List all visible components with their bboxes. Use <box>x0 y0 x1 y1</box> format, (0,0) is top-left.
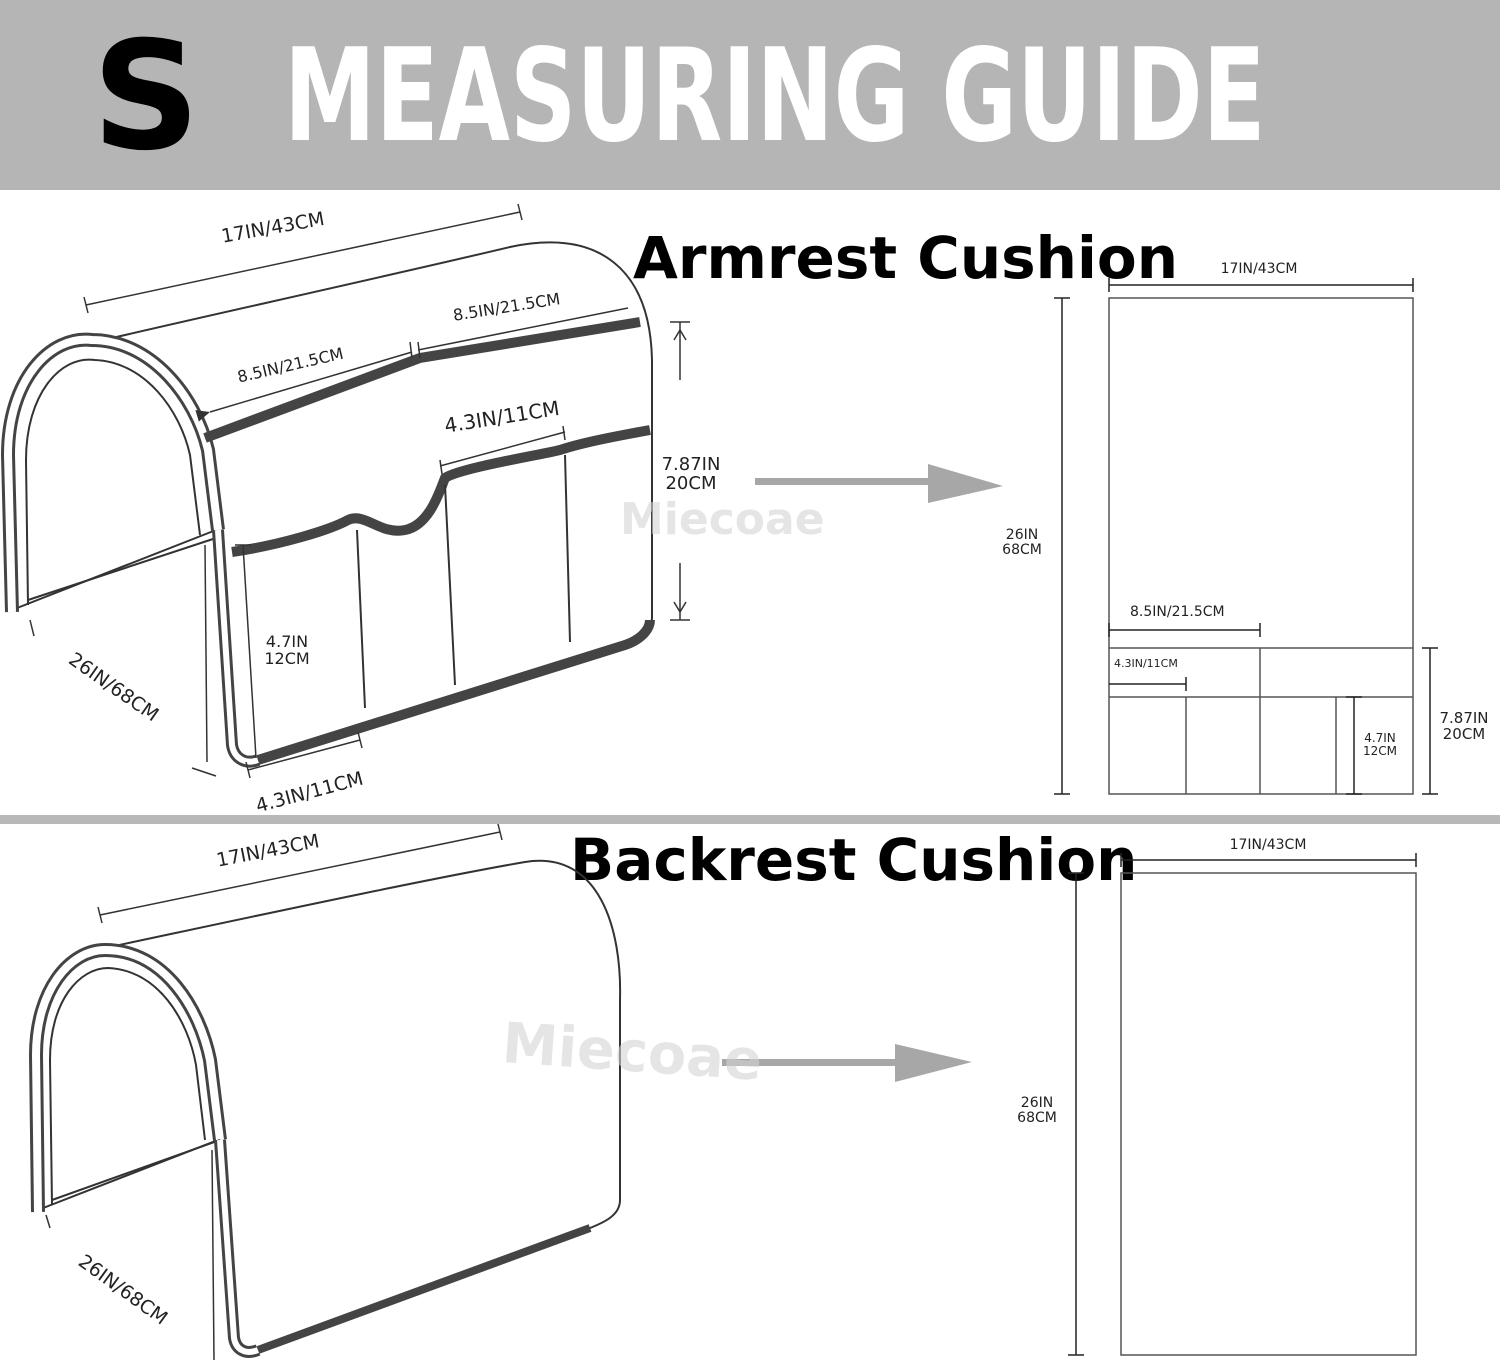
armrest-small-pocket-cm: 12CM <box>264 648 310 668</box>
armrest-flat-pocket-width-label: 4.3IN/11CM <box>1114 657 1178 670</box>
armrest-flat-width-label: 17IN/43CM <box>1220 261 1298 277</box>
armrest-pocket-height-in: 7.87IN <box>661 454 721 475</box>
armrest-flat-small-pocket-in: 4.7IN <box>1364 731 1396 745</box>
backrest-flat-pattern <box>1068 853 1417 1356</box>
watermark-top: Miecoae <box>620 494 825 545</box>
armrest-small-pocket-label: 4.7IN 12CM <box>258 632 316 668</box>
armrest-flat-pocket-height-label: 7.87IN 20CM <box>1434 709 1494 743</box>
backrest-cover-sketch <box>28 823 622 1361</box>
armrest-flat-height-in: 26IN <box>1005 527 1039 543</box>
header-banner: S MEASURING GUIDE <box>0 0 1500 190</box>
armrest-flat-pocket-height-cm: 20CM <box>1442 724 1486 743</box>
armrest-flat-height-label: 26IN 68CM <box>996 528 1048 557</box>
backrest-flat-height-label: 26IN 68CM <box>1011 1096 1063 1125</box>
size-label: S <box>92 10 200 184</box>
armrest-flat-pocket-height-in: 7.87IN <box>1439 709 1489 727</box>
armrest-flat-half-width-label: 8.5IN/21.5CM <box>1130 604 1225 620</box>
armrest-flat-small-pocket-label: 4.7IN 12CM <box>1357 732 1403 757</box>
armrest-pocket-height-cm: 20CM <box>665 472 717 494</box>
backrest-arrow <box>722 1044 972 1082</box>
armrest-cover-sketch <box>0 203 690 779</box>
backrest-flat-height-in: 26IN <box>1020 1095 1054 1111</box>
armrest-pocket-height-label: 7.87IN 20CM <box>655 454 727 494</box>
section-divider <box>0 815 1500 824</box>
armrest-flat-pattern <box>1054 278 1438 795</box>
armrest-flat-small-pocket-cm: 12CM <box>1362 743 1397 758</box>
armrest-small-pocket-in: 4.7IN <box>265 632 309 651</box>
backrest-title: Backrest Cushion <box>570 826 1138 894</box>
armrest-arrow <box>755 464 1003 503</box>
backrest-flat-width-label: 17IN/43CM <box>1229 837 1307 853</box>
backrest-flat-height-cm: 68CM <box>1017 1109 1057 1126</box>
armrest-flat-height-cm: 68CM <box>1002 541 1042 558</box>
armrest-title: Armrest Cushion <box>633 224 1178 292</box>
